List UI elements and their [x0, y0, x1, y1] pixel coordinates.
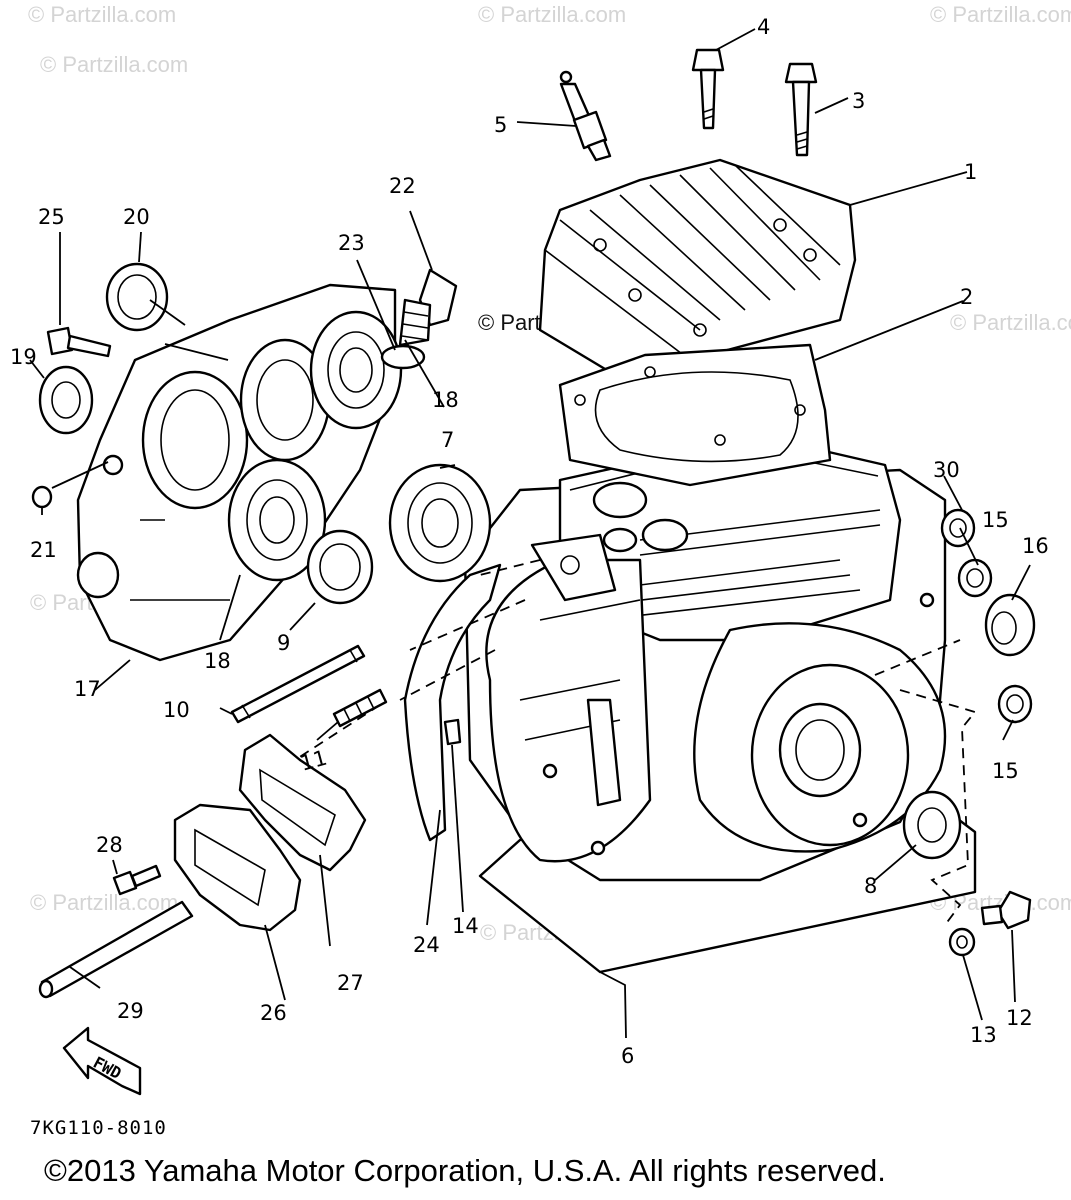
bearing-part	[306, 529, 374, 605]
callout-12: 12	[1006, 1006, 1033, 1030]
head-bolt-part	[784, 62, 818, 157]
callout-labels: 4 3 5 1 2 30 15 16 15 8 12 13 6 24 14 27…	[10, 15, 1049, 1068]
watermark: © Partzilla.com	[478, 2, 626, 27]
callout-14: 14	[452, 914, 479, 938]
watermark: © Partzilla.com	[40, 52, 188, 77]
watermark: © Partzilla.com	[930, 2, 1071, 27]
callout-19: 19	[10, 345, 37, 369]
spark-plug-part	[559, 70, 612, 162]
bearing-part	[227, 458, 327, 582]
oil-seal-part	[38, 365, 94, 435]
head-gasket-part	[558, 343, 832, 487]
o-ring-part	[380, 344, 426, 370]
callout-3: 3	[852, 89, 865, 113]
gasket-washer-part	[948, 927, 976, 957]
callout-27: 27	[337, 971, 364, 995]
stud-bolt-part	[230, 644, 366, 724]
copyright-notice: ©2013 Yamaha Motor Corporation, U.S.A. A…	[44, 1153, 886, 1188]
callout-16: 16	[1022, 534, 1049, 558]
oil-seal-part	[902, 790, 962, 860]
callout-24: 24	[413, 933, 440, 957]
side-cover-part	[173, 803, 302, 932]
callout-26: 26	[260, 1001, 287, 1025]
seal-ring-part	[105, 262, 169, 332]
callout-2: 2	[960, 285, 973, 309]
callout-8: 8	[864, 874, 877, 898]
crankcase-gasket-part	[403, 563, 502, 842]
gasket-part	[238, 733, 367, 872]
diagram-code: 7KG110-8010	[30, 1117, 167, 1139]
plug-part	[997, 684, 1033, 724]
bolt-part	[46, 326, 112, 358]
callout-15: 15	[982, 508, 1009, 532]
callout-22: 22	[389, 174, 416, 198]
callout-9: 9	[277, 631, 290, 655]
callout-17: 17	[74, 677, 101, 701]
bolt-part	[112, 864, 162, 896]
callout-20: 20	[123, 205, 150, 229]
pipe-part	[38, 900, 194, 999]
callout-25: 25	[38, 205, 65, 229]
cap-part	[984, 593, 1036, 657]
stud-bolt-part	[332, 688, 388, 728]
watermark: © Partzilla.com	[30, 890, 178, 915]
callout-13: 13	[970, 1023, 997, 1047]
breather-hose-part	[398, 268, 458, 347]
callout-29: 29	[117, 999, 144, 1023]
callout-23: 23	[338, 231, 365, 255]
bearing-part	[388, 463, 492, 583]
watermark: © Partzilla.com	[28, 2, 176, 27]
bearing-part	[309, 310, 403, 430]
dowel-pin-part	[443, 718, 462, 746]
watermark: © Partzilla.com	[950, 310, 1071, 335]
callout-18: 18	[204, 649, 231, 673]
leader-lines	[29, 28, 1031, 1039]
callout-30: 30	[933, 458, 960, 482]
drain-bolt-part	[980, 890, 1032, 930]
callout-5: 5	[494, 113, 507, 137]
washer-part	[31, 485, 53, 509]
cylinder-head-part	[538, 158, 857, 392]
callout-7: 7	[441, 428, 454, 452]
callout-18: 18	[432, 388, 459, 412]
head-bolt-part	[691, 48, 725, 130]
callout-15: 15	[992, 759, 1019, 783]
callout-28: 28	[96, 833, 123, 857]
callout-6: 6	[621, 1044, 634, 1068]
forward-arrow-icon: FWD	[62, 1026, 142, 1096]
plug-part	[940, 508, 976, 548]
crankcase-part	[463, 448, 977, 974]
callout-11: 11	[298, 746, 330, 776]
callout-4: 4	[757, 15, 770, 39]
callout-10: 10	[163, 698, 190, 722]
callout-1: 1	[964, 160, 977, 184]
callout-21: 21	[30, 538, 57, 562]
plug-part	[957, 558, 993, 598]
